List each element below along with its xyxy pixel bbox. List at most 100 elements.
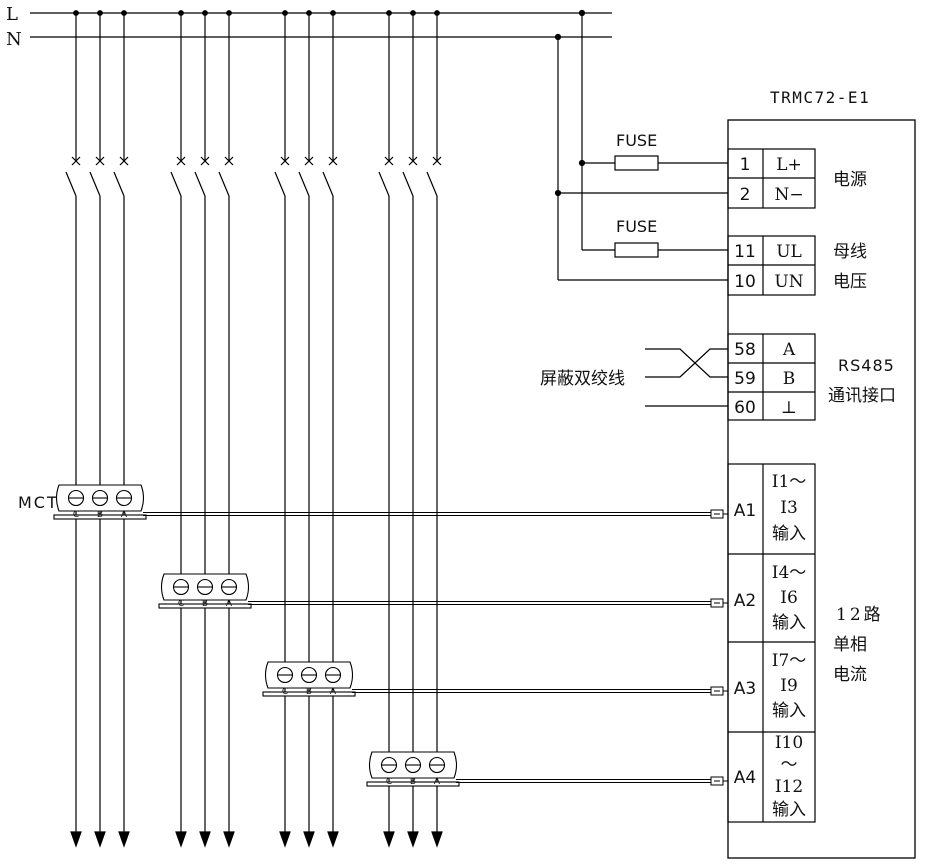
ct-phase-label: C (178, 599, 184, 609)
breaker-switch-blade (322, 171, 334, 197)
fuse-voltage-label: FUSE (616, 217, 657, 236)
rs485-twisted-pair (645, 348, 728, 407)
ct-base (262, 691, 356, 697)
ct-phase-label: B (97, 510, 103, 520)
input-a2-line2: I6 (780, 588, 798, 608)
terminal-10-num: 10 (734, 272, 756, 292)
bus-l-label: L (6, 4, 18, 25)
breaker-contact-mark (304, 156, 314, 166)
breaker-contact-mark (224, 156, 234, 166)
breaker-switch-blade (218, 171, 230, 197)
input-a2-line1: I4～ (772, 563, 807, 583)
device-box (727, 119, 916, 859)
load-arrow (94, 831, 106, 848)
breaker-switch-blade (89, 171, 101, 197)
breaker-switch-blade (274, 171, 286, 197)
ct-phase-label: C (282, 687, 288, 697)
ct-signal-line (456, 776, 728, 786)
load-arrow (407, 831, 419, 848)
port-a1: A1 (734, 501, 756, 521)
rs485-terminal-block (727, 333, 816, 421)
breaker-switch-blade (170, 171, 182, 197)
load-arrow (431, 831, 443, 848)
input-a4-line2: ～ (781, 755, 798, 775)
fuse-voltage (614, 242, 659, 258)
load-arrow (223, 831, 235, 848)
terminal-10-name: UN (774, 272, 803, 292)
input-a3-line1: I7～ (772, 651, 807, 671)
terminal-59-name: B (783, 369, 796, 389)
load-arrow (327, 831, 339, 848)
ct-phase-label: A (434, 777, 441, 787)
terminal-1-name: L+ (776, 155, 802, 175)
bus-n-label: N (6, 29, 22, 50)
breaker-switch-blade (194, 171, 206, 197)
breaker-switch-blade (65, 171, 77, 197)
load-arrow (279, 831, 291, 848)
power-label: 电源 (833, 170, 867, 190)
ct-base (53, 514, 147, 520)
ct-phase-label: B (410, 777, 416, 787)
ct-signal-line (248, 598, 728, 608)
rs485-label-2: 通讯接口 (828, 386, 896, 406)
ct-phase-label: C (73, 510, 79, 520)
input-a3-line3: 输入 (772, 701, 806, 721)
ct-signal-line (143, 509, 728, 519)
breaker-contact-mark (95, 156, 105, 166)
current-label-2: 单相 (833, 635, 867, 655)
terminal-2-num: 2 (740, 185, 751, 205)
breaker-contact-mark (280, 156, 290, 166)
load-arrow (383, 831, 395, 848)
ct-phase-label: A (330, 687, 337, 697)
terminal-59-num: 59 (734, 369, 756, 389)
bus-voltage-label-2: 电压 (833, 272, 867, 292)
breaker-contact-mark (176, 156, 186, 166)
feeder-groups (65, 10, 443, 848)
breaker-switch-blade (426, 171, 438, 197)
input-a4-line1: I10 (775, 733, 803, 753)
ct-base (366, 781, 460, 787)
port-a4: A4 (734, 768, 756, 788)
input-a1-line3: 输入 (772, 524, 806, 544)
ct-phase-label: B (202, 599, 208, 609)
fuse-power-label: FUSE (616, 131, 657, 150)
feeder-group (65, 10, 130, 848)
breaker-switch-blade (402, 171, 414, 197)
load-arrow (70, 831, 82, 848)
current-label-1: 12路 (836, 605, 884, 625)
terminal-1-num: 1 (740, 155, 751, 175)
terminal-60-num: 60 (734, 398, 756, 418)
ct-label: MCT (18, 493, 59, 512)
fuse-power (614, 155, 659, 171)
input-a2-line3: 输入 (772, 613, 806, 633)
feeder-group (170, 10, 235, 848)
breaker-switch-blade (298, 171, 310, 197)
breaker-contact-mark (328, 156, 338, 166)
breaker-switch-blade (113, 171, 125, 197)
input-a3-line2: I9 (780, 676, 798, 696)
bus-voltage-label-1: 母线 (833, 242, 867, 262)
load-arrow (199, 831, 211, 848)
current-terminal-block (727, 463, 816, 823)
port-a3: A3 (734, 679, 756, 699)
voltage-terminal-block (727, 235, 816, 296)
rs485-cable-label: 屏蔽双绞线 (540, 369, 625, 389)
terminal-60-name: ⊥ (781, 398, 797, 418)
load-arrow (303, 831, 315, 848)
breaker-contact-mark (384, 156, 394, 166)
power-terminal-block (727, 148, 816, 209)
device-model: TRMC72-E1 (770, 88, 870, 107)
terminal-11-name: UL (776, 242, 802, 262)
feeder-group (274, 10, 339, 848)
ct-base (158, 603, 252, 609)
load-arrow (118, 831, 130, 848)
load-arrow (175, 831, 187, 848)
ct-phase-label: B (306, 687, 312, 697)
terminal-58-name: A (782, 340, 796, 360)
